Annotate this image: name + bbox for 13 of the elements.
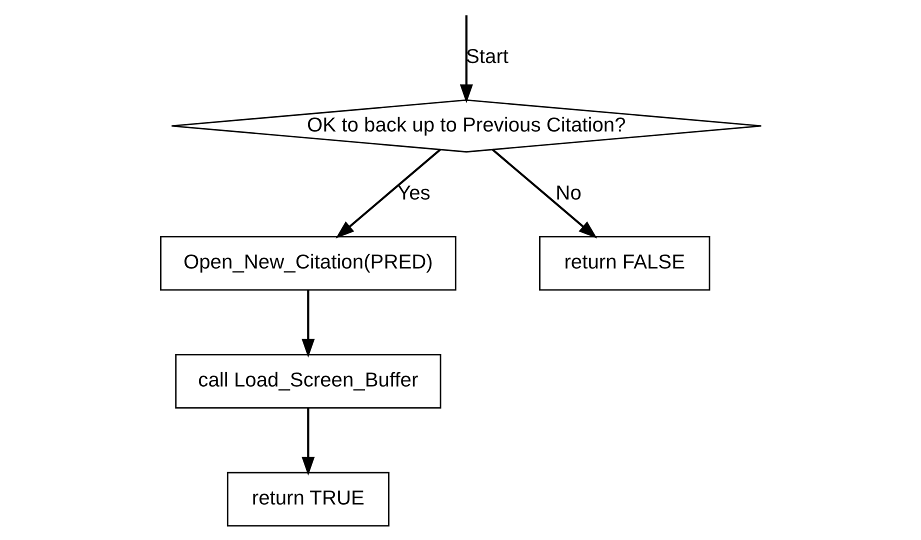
edge-label: No <box>555 182 581 205</box>
arrow <box>335 148 440 239</box>
node-box: return TRUE <box>226 472 389 527</box>
edge-label: Start <box>466 46 508 68</box>
arrow <box>301 408 314 476</box>
node-diamond: OK to back up to Previous Citation? <box>170 99 762 153</box>
arrow <box>301 290 314 358</box>
node-box: call Load_Screen_Buffer <box>174 354 441 409</box>
node-box: Open_New_Citation(PRED) <box>160 236 456 291</box>
arrow <box>491 148 597 239</box>
edge-label: Yes <box>396 182 430 205</box>
node-box: return FALSE <box>538 236 710 291</box>
arrow <box>459 15 472 104</box>
